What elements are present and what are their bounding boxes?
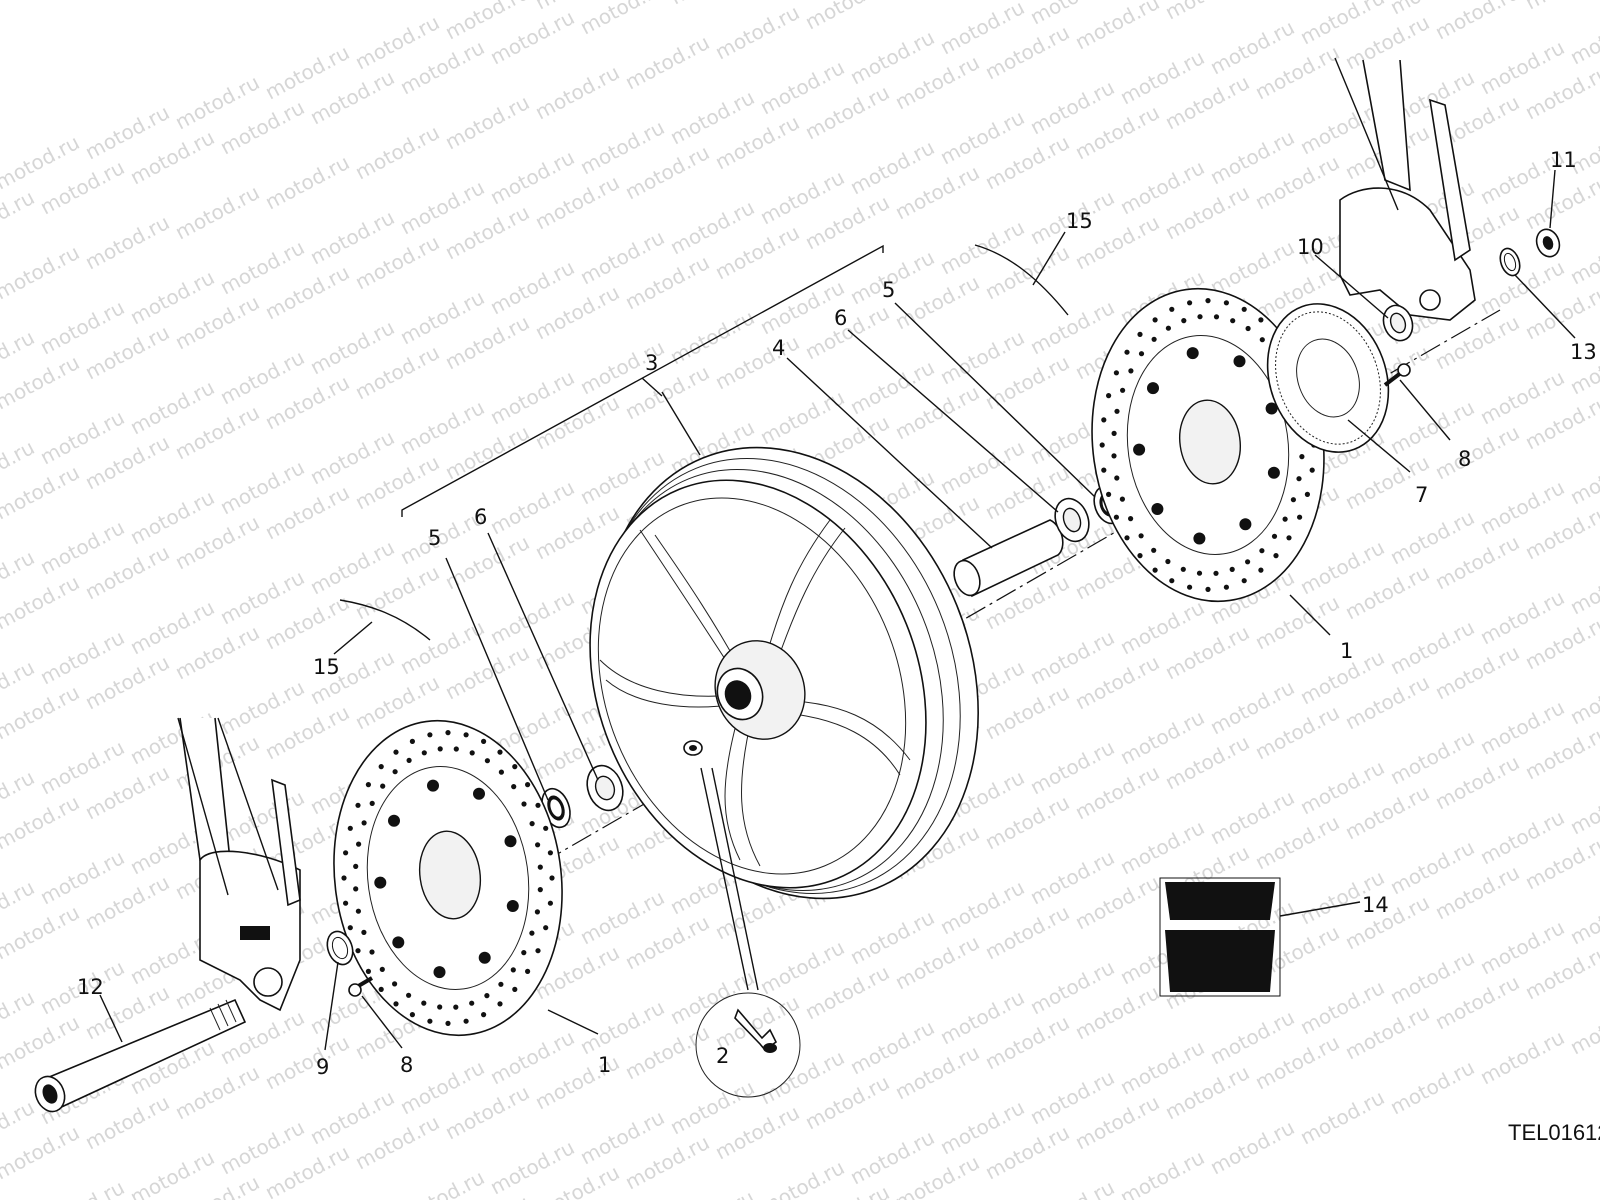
- callout-1-left: 1: [598, 1053, 611, 1077]
- seal-left: [541, 787, 571, 829]
- rim-decal-left: [339, 599, 431, 641]
- abs-tone-wheel: [1266, 303, 1390, 453]
- watermark-text: motod.ru: [36, 1175, 128, 1200]
- callout-15-right: 15: [1066, 209, 1093, 233]
- callout-10: 10: [1297, 235, 1324, 259]
- watermark-text: motod.ru: [126, 1145, 218, 1200]
- callout-7: 7: [1415, 483, 1428, 507]
- valve-detail: [695, 992, 801, 1098]
- watermark-text: motod.ru: [1386, 1055, 1478, 1119]
- watermark-text: motod.ru: [1161, 0, 1253, 24]
- watermark-text: motod.ru: [1566, 555, 1600, 619]
- watermark-text: motod.ru: [756, 1155, 848, 1200]
- callout-8-left: 8: [400, 1053, 413, 1077]
- callout-1-right: 1: [1340, 639, 1353, 663]
- watermark-text: motod.ru: [711, 0, 803, 64]
- callout-14: 14: [1362, 893, 1389, 917]
- callout-5-right: 5: [882, 278, 895, 302]
- watermark-text: motod.ru: [621, 30, 713, 94]
- watermark-text: motod.ru: [0, 240, 83, 304]
- fork-leg-right: [1339, 59, 1476, 321]
- decal-kit: [1159, 877, 1281, 997]
- watermark-text: motod.ru: [1566, 445, 1600, 509]
- watermark-text: motod.ru: [81, 210, 173, 274]
- wheel-axle: [34, 998, 247, 1113]
- watermark-text: motod.ru: [1566, 775, 1600, 839]
- watermark-text: motod.ru: [1206, 1115, 1298, 1179]
- watermark-text: motod.ru: [1026, 1175, 1118, 1200]
- rim-decal-right: [974, 244, 1069, 316]
- watermark-text: motod.ru: [261, 150, 353, 214]
- brake-disc-right: [1091, 287, 1325, 603]
- watermark-text: motod.ru: [396, 1165, 488, 1200]
- callout-6-right: 6: [834, 306, 847, 330]
- callout-3: 3: [645, 351, 658, 375]
- axle-washer: [1499, 247, 1521, 277]
- watermark-text: motod.ru: [1566, 995, 1600, 1059]
- watermark-text: motod.ru: [351, 120, 443, 184]
- bearing-right: [1054, 497, 1090, 543]
- watermark-text: motod.ru: [1566, 225, 1600, 289]
- watermark-text: motod.ru: [1566, 885, 1600, 949]
- watermark-text: motod.ru: [666, 1185, 758, 1200]
- callout-4: 4: [772, 336, 785, 360]
- callout-11: 11: [1550, 148, 1577, 172]
- drawing-code: TEL01612: [1508, 1120, 1600, 1145]
- callout-13: 13: [1570, 340, 1597, 364]
- tone-wheel-screw: [1383, 363, 1411, 387]
- leader-lines: [99, 57, 1576, 1051]
- wheel-spacer-left: [326, 930, 354, 966]
- watermark-text: motod.ru: [1116, 1145, 1208, 1200]
- watermark-text: motod.ru: [171, 180, 263, 244]
- wheel-spacer-right: [1382, 304, 1414, 342]
- watermark-text: motod.ru: [666, 0, 758, 9]
- watermark-text: motod.ru: [0, 185, 38, 249]
- front-wheel-rim: [589, 446, 979, 900]
- callout-2: 2: [716, 1044, 729, 1068]
- callout-6-left: 6: [474, 505, 487, 529]
- callout-15-left: 15: [313, 655, 340, 679]
- axle-nut: [1535, 228, 1561, 258]
- watermark-text: motod.ru: [441, 90, 533, 154]
- watermark-text: motod.ru: [531, 60, 623, 124]
- watermark-text: motod.ru: [1566, 5, 1600, 69]
- watermark-text: motod.ru: [801, 0, 893, 34]
- callout-5-left: 5: [428, 526, 441, 550]
- watermark-text: motod.ru: [891, 0, 983, 4]
- watermark-text: motod.ru: [1566, 665, 1600, 729]
- wheel-assembly-bracket: [401, 244, 884, 517]
- callout-12: 12: [77, 975, 104, 999]
- watermark-text: motod.ru: [1296, 1085, 1388, 1149]
- watermark-text: motod.ru: [1431, 0, 1523, 44]
- disc-screw: [348, 976, 374, 997]
- fork-leg-left: [179, 717, 301, 1012]
- watermark-text: motod.ru: [1521, 0, 1600, 14]
- callout-9: 9: [316, 1055, 329, 1079]
- spacer-tube: [953, 519, 1064, 598]
- callout-8-right: 8: [1458, 447, 1471, 471]
- watermark-text: motod.ru: [1071, 0, 1163, 54]
- brake-disc-left: [333, 719, 563, 1037]
- callout-labels: 3 4 6 5 15 10 11 13 8 7 1 5 6 15 12 9 8 …: [77, 148, 1597, 1079]
- watermark-text: motod.ru: [576, 0, 668, 39]
- watermark-text: motod.ru: [1476, 1025, 1568, 1089]
